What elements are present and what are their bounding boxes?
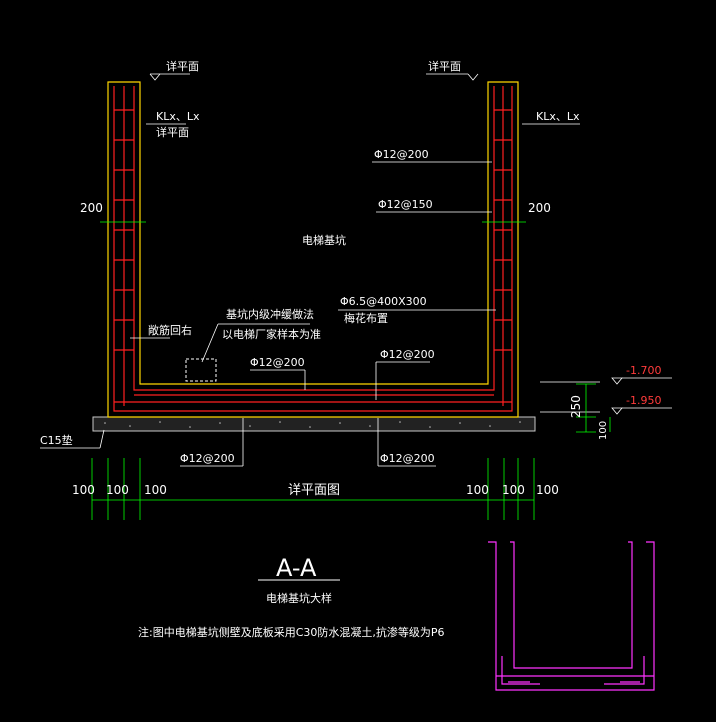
dim-200-left: 200 <box>80 201 103 215</box>
pad-hatch <box>104 421 521 428</box>
phi12-200-bottom-right: Φ12@200 <box>380 348 435 361</box>
phi12-200-right: Φ12@200 <box>374 148 429 161</box>
section-subtitle: 电梯基坑大样 <box>266 591 332 605</box>
dim-250: 250 <box>569 395 583 418</box>
dim-100-5: 100 <box>502 483 525 497</box>
phi12-200-bottom-mid: Φ12@200 <box>250 356 305 369</box>
sump-note-2: 以电梯厂家样本为准 <box>222 327 321 341</box>
dim-detail-plan: 详平面图 <box>288 483 340 498</box>
section-title: A-A <box>276 554 317 582</box>
sump-outline <box>185 358 217 382</box>
beam-right-code: KLx、Lx <box>536 110 580 123</box>
phi12-150-right: Φ12@150 <box>378 198 433 211</box>
phi12-200-below-left: Φ12@200 <box>180 452 235 465</box>
c15-label: C15垫 <box>40 433 73 447</box>
level-1: -1.700 <box>626 364 661 377</box>
drain-left-label: 敞筋回右 <box>148 323 192 337</box>
level-markers <box>611 377 672 415</box>
dim-100-vertical: 100 <box>598 421 609 440</box>
level-2: -1.950 <box>626 394 661 407</box>
rebar-shape-detail <box>488 541 655 691</box>
sump-note-1: 基坑内级冲缓做法 <box>226 307 314 321</box>
c15-pad <box>92 416 536 432</box>
rebar-cage <box>113 86 513 412</box>
dim-100-2: 100 <box>106 483 129 497</box>
tie-bars-label: Φ6.5@400X300 <box>340 295 427 308</box>
dim-100-6: 100 <box>536 483 559 497</box>
pit-title: 电梯基坑 <box>302 233 346 247</box>
dim-200-right: 200 <box>528 201 551 215</box>
phi12-200-below-right: Φ12@200 <box>380 452 435 465</box>
beam-left-code: KLx、Lx <box>156 110 200 123</box>
dim-100-4: 100 <box>466 483 489 497</box>
dim-100-3: 100 <box>144 483 167 497</box>
concrete-outline <box>107 81 519 418</box>
dim-100-1: 100 <box>72 483 95 497</box>
beam-left-ref: 详平面 <box>156 125 189 139</box>
detail-plan-right-label: 详平面 <box>428 59 461 73</box>
footnote: 注:图中电梯基坑侧壁及底板采用C30防水混凝土,抗渗等级为P6 <box>138 625 445 639</box>
tie-bars-note: 梅花布置 <box>344 311 388 325</box>
dimension-lines <box>91 221 611 520</box>
detail-plan-left-label: 详平面 <box>166 59 199 73</box>
leader-lines <box>40 73 600 467</box>
